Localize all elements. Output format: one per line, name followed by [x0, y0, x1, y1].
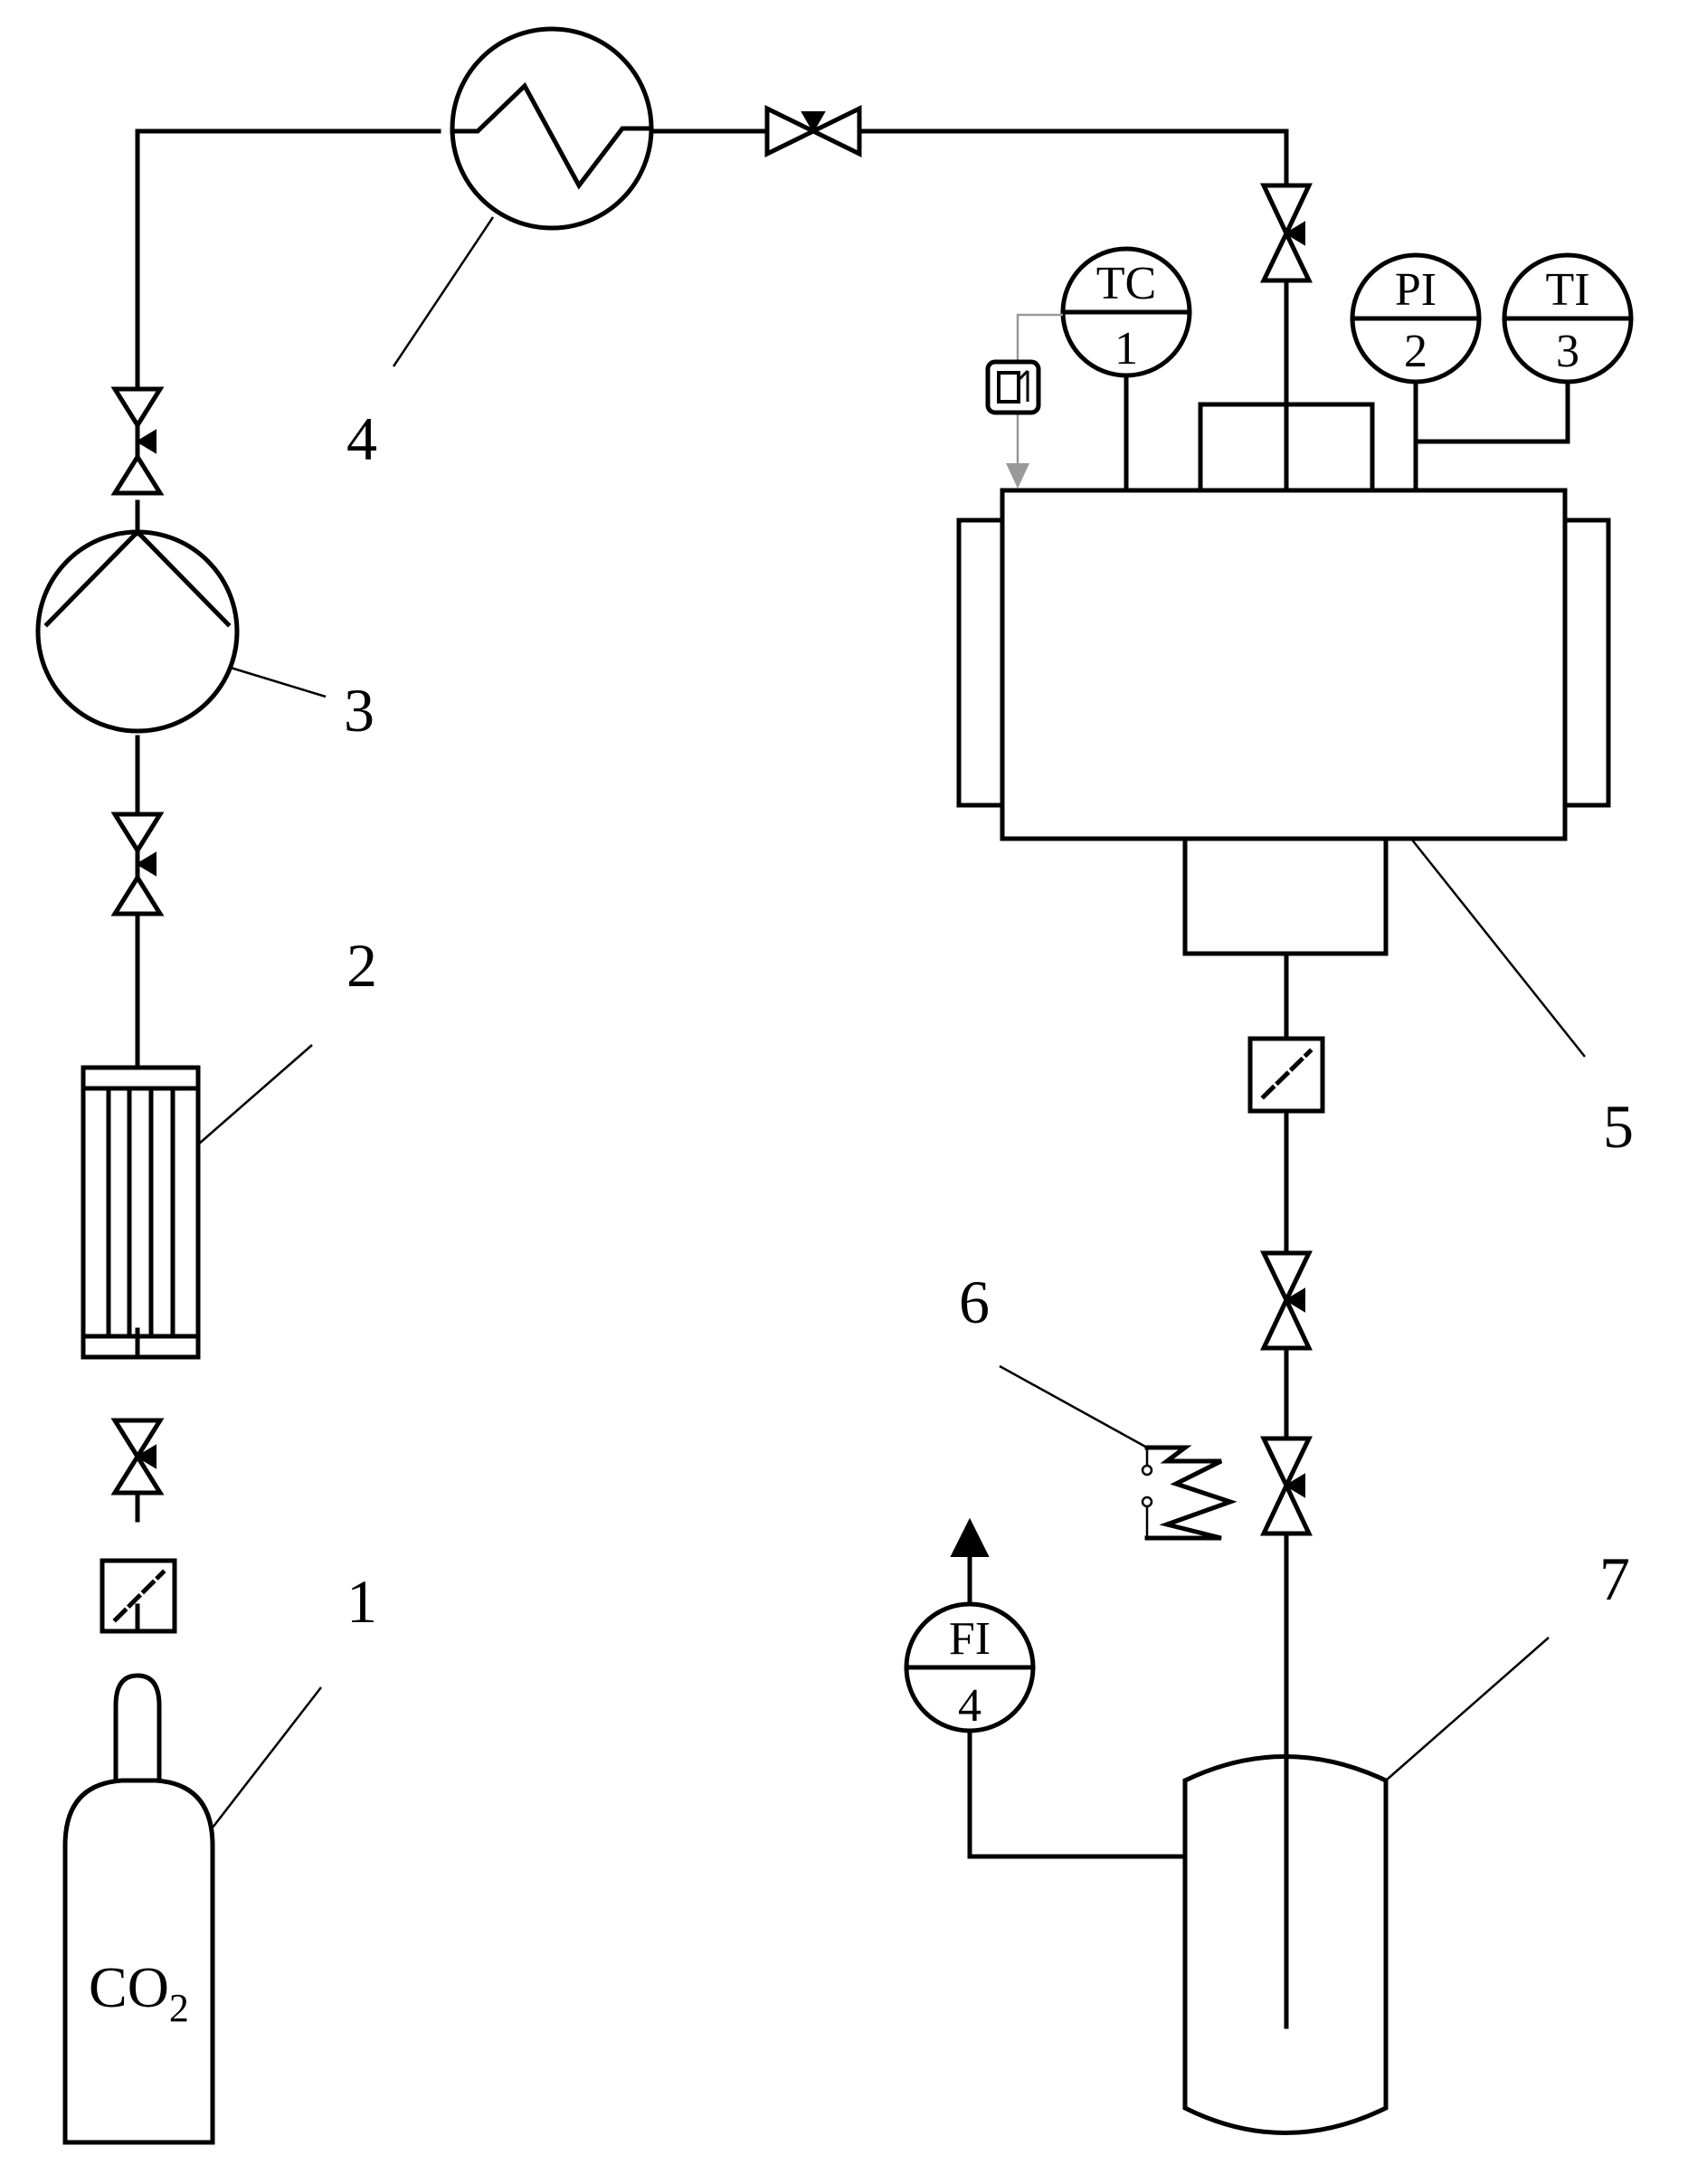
valve-left-2	[110, 812, 165, 916]
pump	[35, 528, 240, 734]
valve-extractor-inlet	[1260, 183, 1313, 493]
ti-tag: TI	[1545, 264, 1589, 316]
instrument-tc: TC 1	[1060, 246, 1192, 493]
label-5: 5	[1603, 1092, 1634, 1161]
label-1: 1	[346, 1567, 377, 1636]
preheater	[450, 26, 654, 231]
valve-outlet-1	[1260, 1250, 1313, 1351]
cylinder-label: CO2	[89, 1955, 189, 2030]
valve-top-horizontal	[764, 104, 862, 158]
label-6: 6	[959, 1268, 990, 1336]
pi-tag: PI	[1395, 264, 1437, 316]
instrument-fi: FI 4	[904, 1517, 1188, 1859]
ti-number: 3	[1556, 326, 1579, 377]
label-4: 4	[346, 404, 377, 473]
instrument-ti: TI 3	[1413, 252, 1634, 444]
separator-vessel	[1182, 1754, 1389, 2135]
top-pipeline	[649, 128, 1289, 188]
extractor-vessel	[956, 402, 1611, 956]
co2-cylinder: CO2	[62, 1673, 215, 2145]
heater-coil	[1141, 1445, 1238, 1541]
gas-filter-right	[1247, 1036, 1325, 1114]
gas-filter-left	[100, 1558, 177, 1634]
instrument-pi: PI 2	[1350, 252, 1482, 493]
valve-left-1	[110, 1418, 165, 1496]
vent-arrow-icon	[950, 1517, 990, 1557]
label-3: 3	[344, 676, 375, 745]
leader-lines	[197, 216, 1586, 1828]
controller-signal	[985, 313, 1063, 489]
fi-tag: FI	[949, 1613, 991, 1665]
cooler-column	[81, 1065, 201, 1360]
tc-number: 1	[1114, 323, 1138, 375]
valve-left-3	[110, 386, 165, 496]
fi-number: 4	[958, 1680, 982, 1732]
label-7: 7	[1599, 1544, 1630, 1613]
label-2: 2	[346, 931, 377, 1000]
component-numbers: 1 2 3 4 5 6 7	[344, 404, 1634, 1636]
tc-tag: TC	[1096, 258, 1156, 309]
controller-icon	[985, 359, 1041, 415]
left-pipeline	[135, 128, 441, 1631]
pi-number: 2	[1404, 326, 1427, 377]
valve-outlet-2	[1260, 1436, 1313, 1536]
